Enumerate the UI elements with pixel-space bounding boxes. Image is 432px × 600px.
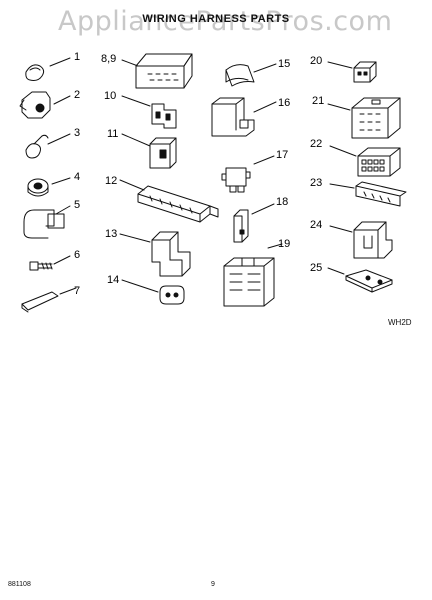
part-23-drawing [329, 181, 407, 207]
part-18-drawing [233, 203, 275, 243]
callout-2: 2 [74, 89, 81, 101]
part-3-drawing [25, 133, 71, 159]
part-7-drawing [21, 287, 77, 313]
callout-4: 4 [74, 171, 81, 183]
callout-1: 1 [74, 51, 81, 63]
part-4-drawing [27, 177, 71, 197]
footer-page-number: 9 [211, 581, 215, 588]
part-14-drawing [121, 279, 185, 305]
page-title: WIRING HARNESS PARTS [142, 13, 290, 25]
callout-14: 14 [107, 274, 120, 286]
callout-16: 16 [278, 97, 291, 109]
callout-3: 3 [74, 127, 81, 139]
part-1-drawing [25, 57, 71, 81]
callout-13: 13 [105, 228, 118, 240]
callout-25: 25 [310, 262, 323, 274]
diagram-code: WH2D [388, 318, 412, 327]
part-21-drawing [327, 97, 401, 139]
part-25-drawing [327, 267, 393, 293]
part-16-drawing [211, 97, 277, 137]
callout-20: 20 [310, 55, 323, 67]
callout-23: 23 [310, 177, 323, 189]
part-2-drawing [19, 91, 71, 119]
part-5-drawing [23, 205, 71, 239]
callout-22: 22 [310, 138, 323, 150]
callout-24: 24 [310, 219, 323, 231]
callout-15: 15 [278, 58, 291, 70]
callout-12: 12 [105, 175, 118, 187]
part-15-drawing [225, 63, 277, 87]
callout-17: 17 [276, 149, 289, 161]
part-17-drawing [221, 155, 275, 193]
part-6-drawing [29, 255, 71, 271]
part-13-drawing [119, 231, 191, 277]
callout-8-9: 8,9 [101, 53, 117, 65]
part-24-drawing [329, 221, 393, 259]
part-11-drawing [121, 133, 177, 169]
callout-10: 10 [104, 90, 117, 102]
part-8-9-drawing [121, 53, 193, 89]
footer-part-number: 881108 [8, 581, 31, 588]
part-22-drawing [329, 145, 401, 177]
part-19-drawing [223, 243, 283, 307]
callout-21: 21 [312, 95, 325, 107]
callout-6: 6 [74, 249, 81, 261]
watermark: AppliancePartsPros.com [58, 6, 393, 37]
callout-18: 18 [276, 196, 289, 208]
part-12-drawing [119, 179, 219, 223]
callout-5: 5 [74, 199, 81, 211]
part-10-drawing [121, 95, 177, 129]
callout-19: 19 [278, 238, 291, 250]
callout-11: 11 [107, 128, 119, 140]
part-20-drawing [327, 61, 377, 83]
callout-7: 7 [74, 285, 81, 297]
